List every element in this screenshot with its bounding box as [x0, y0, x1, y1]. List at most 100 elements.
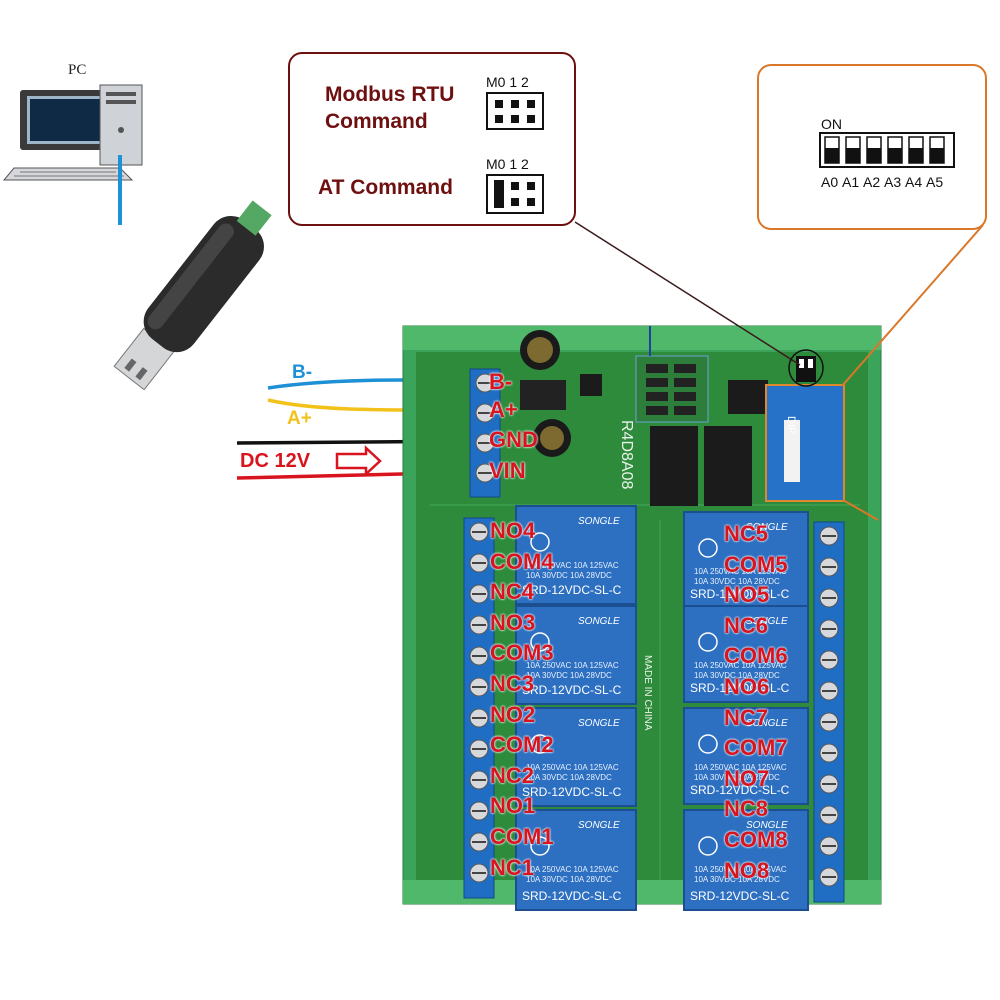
terminal-label-nc5: NC5	[724, 521, 769, 546]
power-arrow-icon	[335, 445, 382, 477]
dip-on-label: ON	[821, 116, 842, 132]
relay-rating: 10A 250VAC 10A 125VAC	[526, 763, 619, 772]
relay-rating: 10A 250VAC 10A 125VAC	[694, 763, 787, 772]
relay-brand: SONGLE	[578, 516, 620, 527]
usb-adapter-icon	[113, 200, 272, 391]
made-in-text: MADE IN CHINA	[642, 655, 653, 731]
relay-model: SRD-12VDC-SL-C	[522, 683, 622, 697]
relay-rating: 10A 250VAC 10A 125VAC	[526, 561, 619, 570]
relay-brand: SONGLE	[578, 718, 620, 729]
relay-rating: 10A 250VAC 10A 125VAC	[526, 661, 619, 670]
relay-rating: 10A 30VDC 10A 28VDC	[694, 671, 780, 680]
terminal-label-nc1: NC1	[490, 854, 535, 880]
dip-label-a3: A3	[884, 174, 902, 190]
dip-label-a0: A0	[821, 174, 839, 190]
dip-label-a4: A4	[905, 174, 923, 190]
terminal-label-gnd: GND	[489, 427, 538, 452]
relay-cert-icon	[530, 632, 550, 652]
relay-rating: 10A 30VDC 10A 28VDC	[526, 571, 612, 580]
terminal-label-a-plus: A+	[489, 397, 518, 422]
jumper-header-modbus: M0 1 2	[486, 74, 529, 90]
relay-rating: 10A 250VAC 10A 125VAC	[694, 661, 787, 670]
relay-brand: SONGLE	[578, 616, 620, 627]
relay-rating: 10A 30VDC 10A 28VDC	[694, 875, 780, 884]
relay-model: SRD-12VDC-SL-C	[690, 587, 790, 601]
relay-rating: 10A 30VDC 10A 28VDC	[526, 875, 612, 884]
terminal-label-no1: NO1	[490, 793, 536, 819]
relay-rating: 10A 250VAC 10A 125VAC	[694, 865, 787, 874]
relay-rating: 10A 250VAC 10A 125VAC	[526, 865, 619, 874]
relay-rating: 10A 30VDC 10A 28VDC	[526, 773, 612, 782]
terminal-label-nc2: NC2	[490, 762, 535, 788]
terminal-label-no4: NO4	[490, 518, 536, 543]
terminal-label-vin: VIN	[489, 458, 526, 483]
dip-label-a2: A2	[863, 174, 881, 190]
board-model: R4D8A08	[618, 420, 635, 489]
at-command-title: AT Command	[318, 176, 453, 199]
terminal-label-com2: COM2	[490, 732, 554, 758]
terminal-label-com1: COM1	[490, 824, 554, 849]
pc-icon	[2, 84, 143, 181]
relay-cert-icon	[698, 632, 718, 652]
relay-model: SRD-12VDC-SL-C	[690, 681, 790, 695]
terminal-label-no8: NO8	[724, 857, 770, 883]
dip-label-a1: A1	[842, 174, 860, 190]
right-terminal-block	[813, 521, 845, 903]
terminal-label-nc6: NC6	[724, 612, 769, 638]
terminal-label-com5: COM5	[724, 551, 788, 577]
wire-label-b-minus: B-	[292, 362, 313, 383]
terminal-label-no6: NO6	[724, 674, 770, 699]
power-terminal-block	[469, 368, 501, 498]
terminal-label-com6: COM6	[724, 643, 788, 669]
terminal-label-com4: COM4	[490, 548, 554, 574]
terminal-label-no3: NO3	[490, 609, 536, 635]
relay-model: SRD-12VDC-SL-C	[522, 889, 622, 903]
terminal-label-b-minus: B-	[489, 369, 513, 394]
relay-model: SRD-12VDC-SL-C	[522, 583, 622, 597]
terminal-label-nc8: NC8	[724, 796, 769, 822]
relay-cert-icon	[698, 734, 718, 754]
mode-callout: Modbus RTU Command AT Command M0 1 2 M0 …	[288, 52, 576, 226]
jumper-at-icon	[486, 174, 544, 214]
relay-rating: 10A 30VDC 10A 28VDC	[694, 577, 780, 586]
relay-model: SRD-12VDC-SL-C	[522, 785, 622, 799]
terminal-label-nc7: NC7	[724, 704, 769, 730]
terminal-label-no2: NO2	[490, 701, 536, 727]
wire-label-dc-12v: DC 12V	[240, 450, 311, 472]
relay-rating: 10A 30VDC 10A 28VDC	[694, 773, 780, 782]
terminal-label-nc3: NC3	[490, 671, 535, 696]
terminal-label-com8: COM8	[724, 827, 788, 852]
terminal-label-no5: NO5	[724, 582, 770, 608]
relay-cert-icon	[530, 734, 550, 754]
relay-model: SRD-12VDC-SL-C	[690, 783, 790, 797]
relay-brand: SONGLE	[746, 820, 788, 831]
jumper-header-at: M0 1 2	[486, 156, 529, 172]
relay-cert-icon	[530, 532, 550, 552]
pc-label: PC	[68, 62, 86, 78]
relay-rating: 10A 30VDC 10A 28VDC	[526, 671, 612, 680]
modbus-title-line2: Command	[325, 110, 428, 133]
dip-label-a5: A5	[926, 174, 944, 190]
dip-switch-icon	[819, 132, 955, 168]
terminal-label-com7: COM7	[724, 735, 788, 761]
wire-label-a-plus: A+	[287, 408, 312, 429]
modbus-title-line1: Modbus RTU	[325, 83, 455, 106]
jumper-modbus-icon	[486, 92, 544, 130]
left-terminal-block	[463, 517, 495, 899]
relay-rating: 10A 250VAC 10A 125VAC	[694, 567, 787, 576]
relay-model: SRD-12VDC-SL-C	[690, 889, 790, 903]
terminal-label-com3: COM3	[490, 640, 554, 666]
relay-brand: SONGLE	[746, 718, 788, 729]
relay-brand: SONGLE	[578, 820, 620, 831]
